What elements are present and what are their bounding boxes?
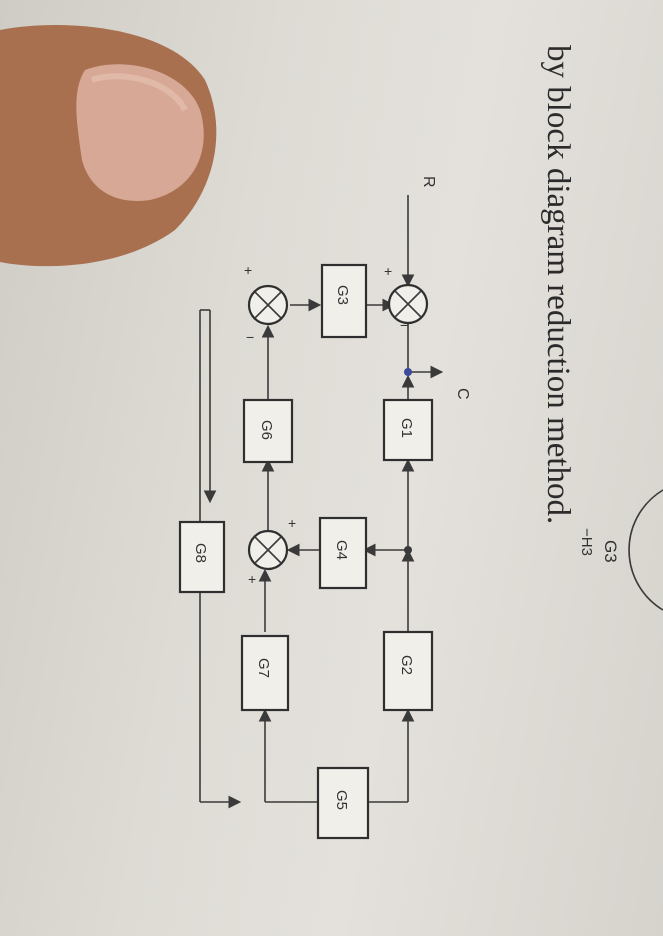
top-fragment: G3 −H3 <box>578 489 663 611</box>
block-g3-label: G3 <box>334 285 351 305</box>
block-g4-label: G4 <box>333 540 350 560</box>
frag-g3-label: G3 <box>601 540 620 563</box>
s3-sign-a: + <box>288 515 296 531</box>
block-g4: G4 <box>318 516 368 590</box>
block-g7: G7 <box>240 634 290 712</box>
heading-text: by block diagram reduction method. <box>540 45 576 524</box>
summing-junction-s3: + + <box>247 515 296 587</box>
signal-lines <box>199 195 444 809</box>
s2-sign-a: + <box>244 262 252 278</box>
block-g2: G2 <box>382 630 434 712</box>
takeoff-point-c <box>404 368 412 376</box>
s1-sign-feedback: − <box>400 317 408 333</box>
s2-sign-b: − <box>246 329 254 345</box>
block-g5-label: G5 <box>333 790 350 810</box>
block-g2-label: G2 <box>398 655 415 675</box>
block-g1-label: G1 <box>398 418 415 438</box>
input-label: R <box>420 176 437 188</box>
block-g6: G6 <box>242 398 294 464</box>
summing-junction-s2: + − <box>244 262 289 345</box>
frag-h3-label: −H3 <box>578 528 595 556</box>
output-label: C <box>454 388 471 400</box>
block-g6-label: G6 <box>258 420 275 440</box>
thumb <box>0 25 217 267</box>
summing-junction-s1: + − <box>384 263 429 333</box>
block-g1: G1 <box>382 398 434 462</box>
block-g5: G5 <box>316 766 370 840</box>
takeoff-point-g4 <box>404 546 412 554</box>
block-g8-label: G8 <box>192 543 209 563</box>
s3-sign-b: + <box>248 571 256 587</box>
block-g3: G3 <box>320 263 368 339</box>
s1-sign-input: + <box>384 263 392 279</box>
block-g8: G8 <box>178 520 226 594</box>
block-g7-label: G7 <box>255 658 272 678</box>
